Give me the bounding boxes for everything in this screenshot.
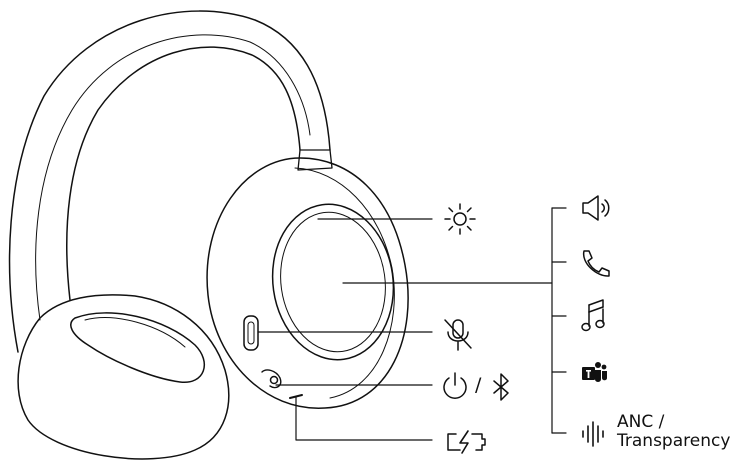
headband xyxy=(8,10,333,353)
microsoft-teams-icon xyxy=(582,362,607,382)
ear-cup-sensor xyxy=(271,203,395,361)
light-sensor-icon xyxy=(444,203,476,235)
leader-line-charging xyxy=(295,396,433,441)
leader-lines-left xyxy=(257,218,433,441)
bluetooth-icon xyxy=(493,373,509,401)
music-note-icon xyxy=(581,299,605,332)
power-slider xyxy=(261,369,282,389)
mute-button xyxy=(243,315,259,351)
left-ear-cushion xyxy=(17,294,230,460)
anc-transparency-label: ANC / Transparency xyxy=(617,412,731,451)
anc-icon xyxy=(582,421,604,447)
power-bluetooth-separator: / xyxy=(475,374,482,396)
volume-icon xyxy=(582,195,610,221)
phone-icon xyxy=(582,250,610,277)
leader-lines-right xyxy=(342,207,567,434)
power-icon xyxy=(443,372,467,399)
battery-charging-icon xyxy=(447,430,486,454)
mic-mute-icon xyxy=(444,319,472,351)
right-ear-cup xyxy=(206,157,409,409)
